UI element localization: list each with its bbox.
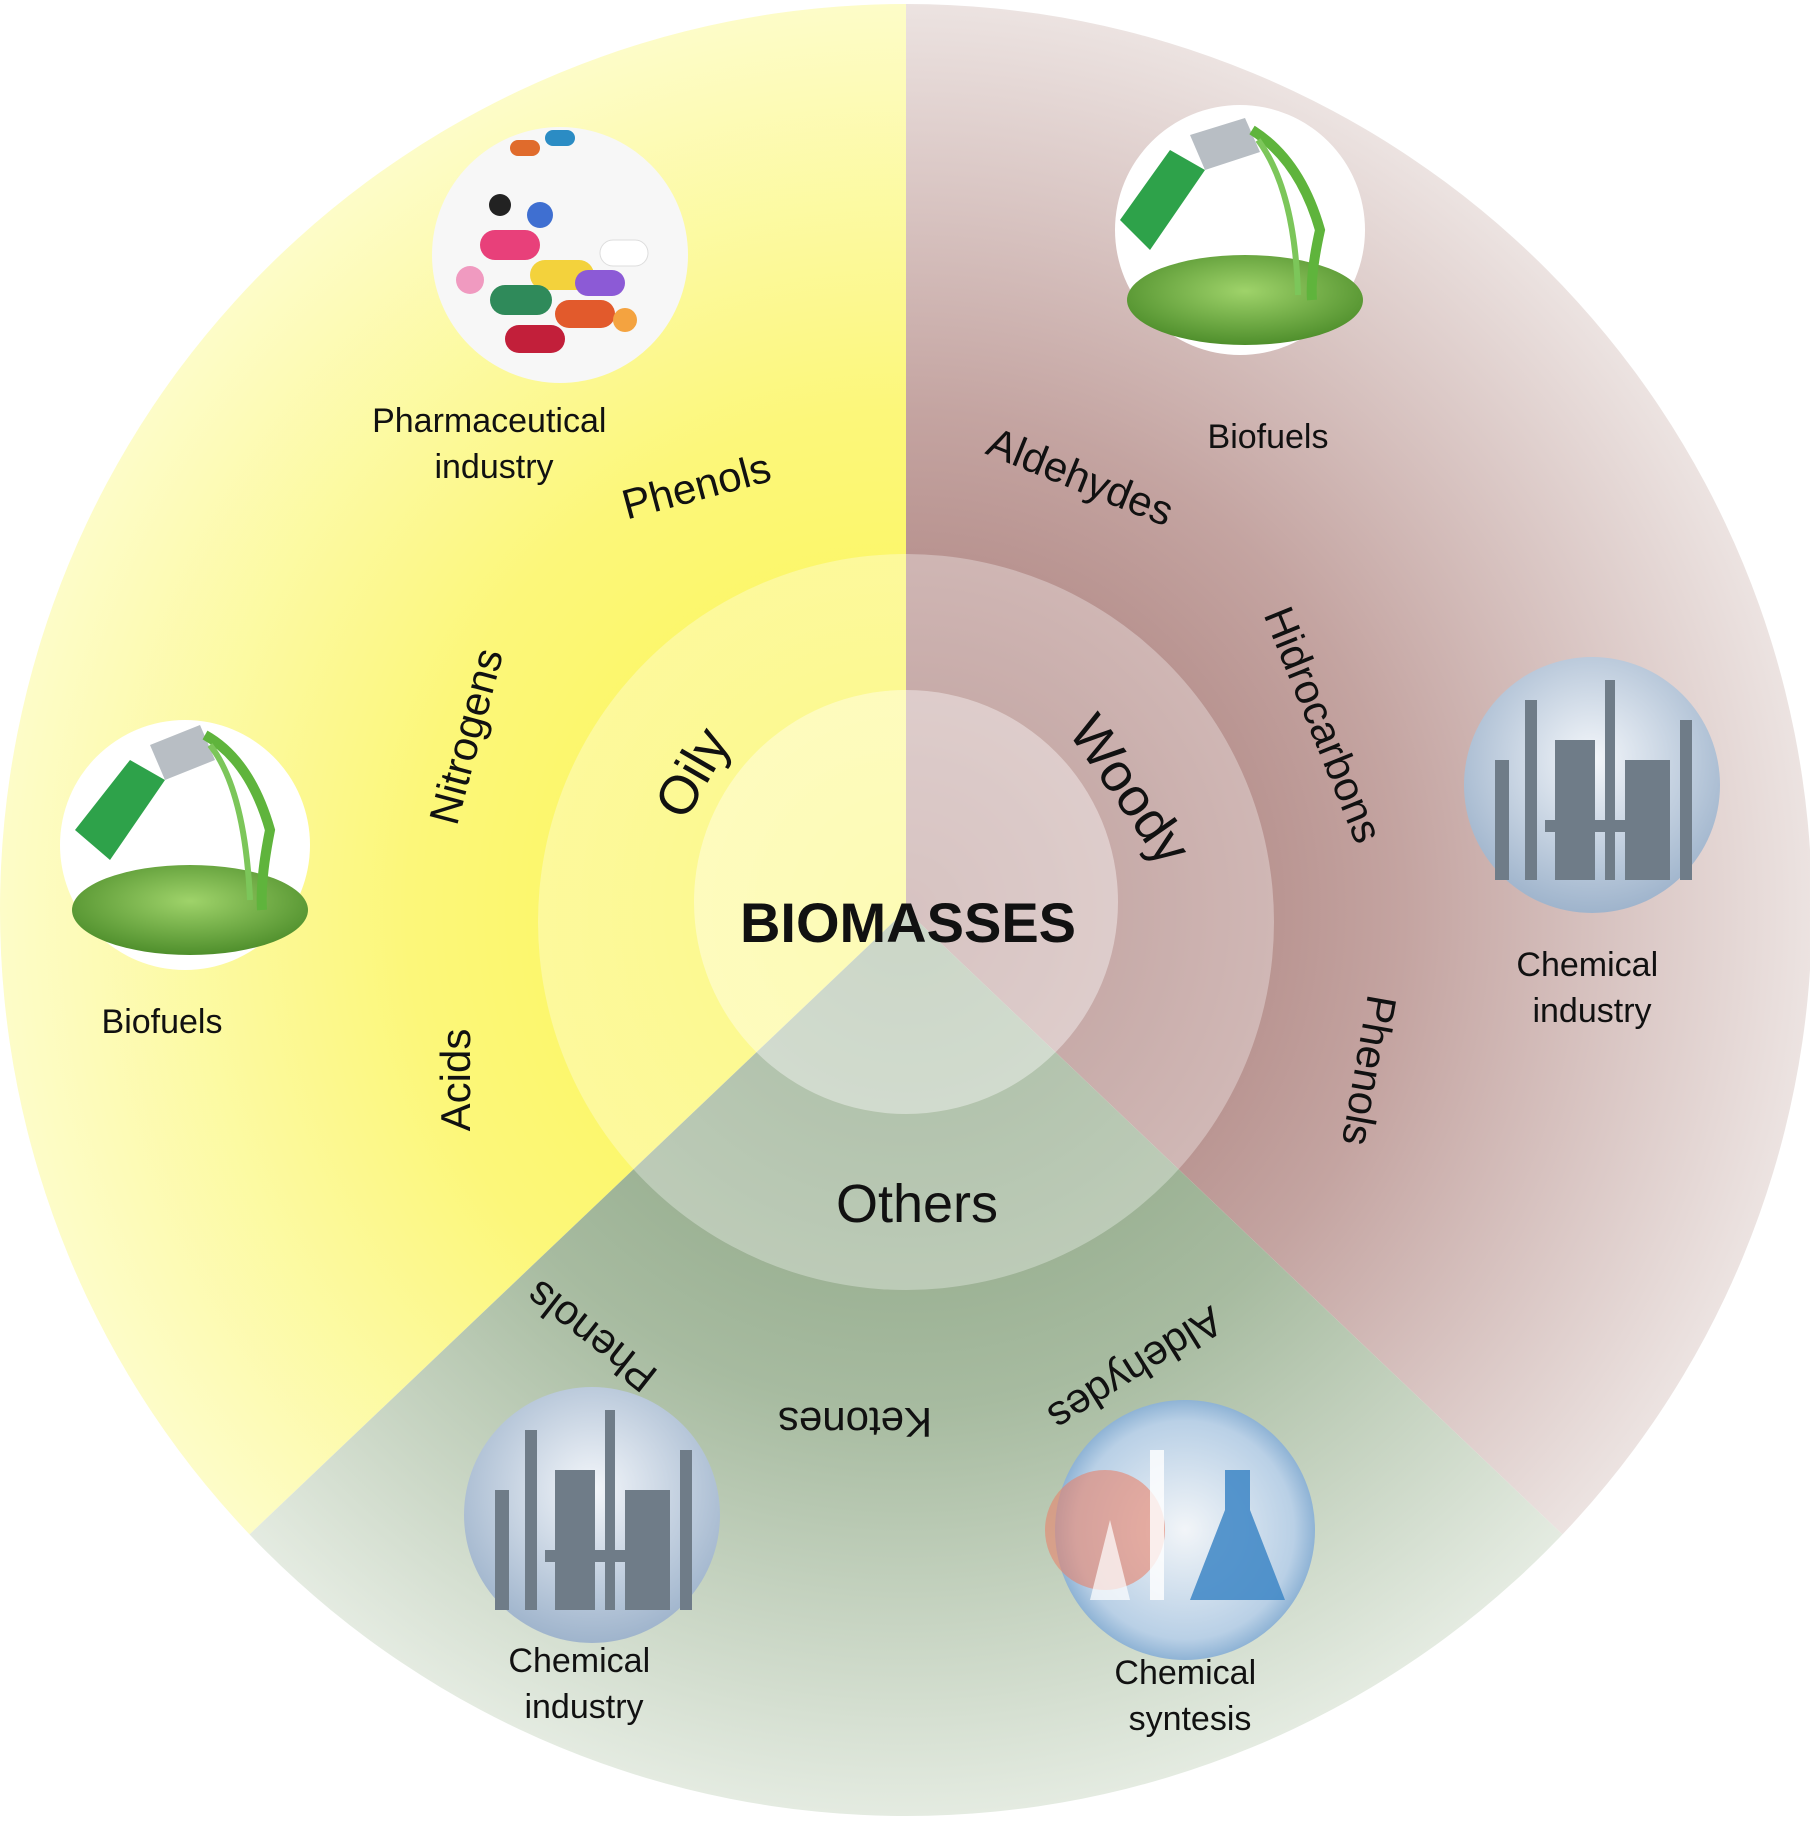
refinery-image — [1464, 657, 1720, 913]
application-label: Chemical syntesis — [1114, 1654, 1265, 1738]
inner-core — [694, 690, 1118, 1114]
application-label: Biofuels — [1208, 418, 1329, 456]
fuel-nozzle-image — [1115, 105, 1365, 355]
laboratory-glassware-image — [1045, 1400, 1315, 1660]
pills-image — [432, 127, 688, 383]
center-label: BIOMASSES — [740, 891, 1076, 954]
application-label: Chemical industry — [1516, 946, 1667, 1030]
category-label-others: Others — [836, 1174, 998, 1234]
sector-oily — [0, 4, 906, 1816]
application-label: Biofuels — [102, 1003, 223, 1041]
application-label: Pharmaceutical industry — [372, 402, 616, 486]
refinery-image — [464, 1387, 720, 1643]
compound-label: Acids — [432, 1029, 479, 1132]
sector-woody — [906, 4, 1810, 1816]
application-label: Chemical industry — [508, 1642, 659, 1726]
middle-ring — [538, 554, 1274, 1290]
compound-label: Ketones — [778, 1399, 932, 1446]
fuel-nozzle-image — [60, 720, 310, 970]
